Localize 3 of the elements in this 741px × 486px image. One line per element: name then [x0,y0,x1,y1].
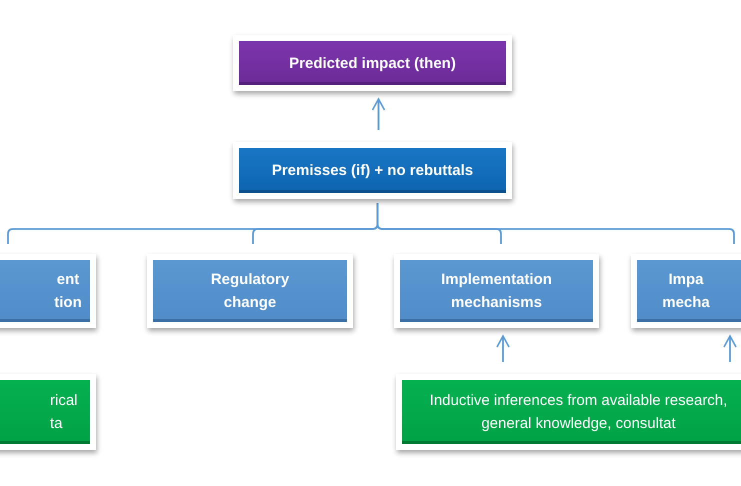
arrow [372,98,386,130]
arrow [723,335,737,362]
arrow [496,335,510,362]
